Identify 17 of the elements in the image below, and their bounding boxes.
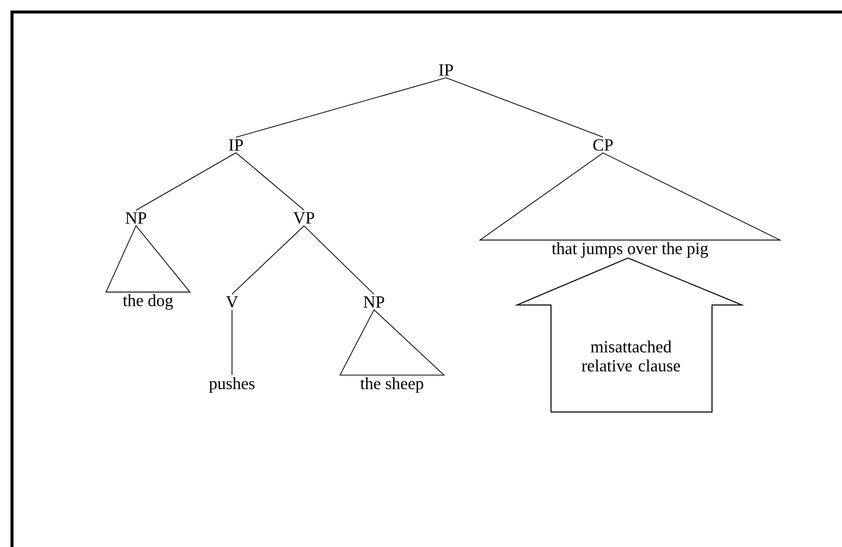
category-label: V bbox=[226, 296, 238, 308]
phrase-label: the sheep bbox=[360, 377, 424, 393]
tree-branch bbox=[236, 77, 446, 138]
word-label: pushes bbox=[209, 377, 255, 393]
category-label: NP bbox=[364, 296, 384, 308]
tree-branch bbox=[232, 226, 304, 294]
category-label: IP bbox=[229, 139, 243, 151]
category-label: NP bbox=[126, 212, 146, 224]
category-label: VP bbox=[293, 212, 314, 224]
category-label: CP bbox=[593, 139, 613, 151]
tree-branch bbox=[304, 226, 374, 295]
category-label: IP bbox=[439, 64, 453, 76]
tree-branch bbox=[136, 152, 236, 211]
clause-label: that jumps over the pig bbox=[552, 242, 708, 258]
tree-branch bbox=[446, 77, 604, 138]
tree-branch bbox=[236, 152, 304, 211]
phrase-label: the dog bbox=[122, 294, 173, 310]
